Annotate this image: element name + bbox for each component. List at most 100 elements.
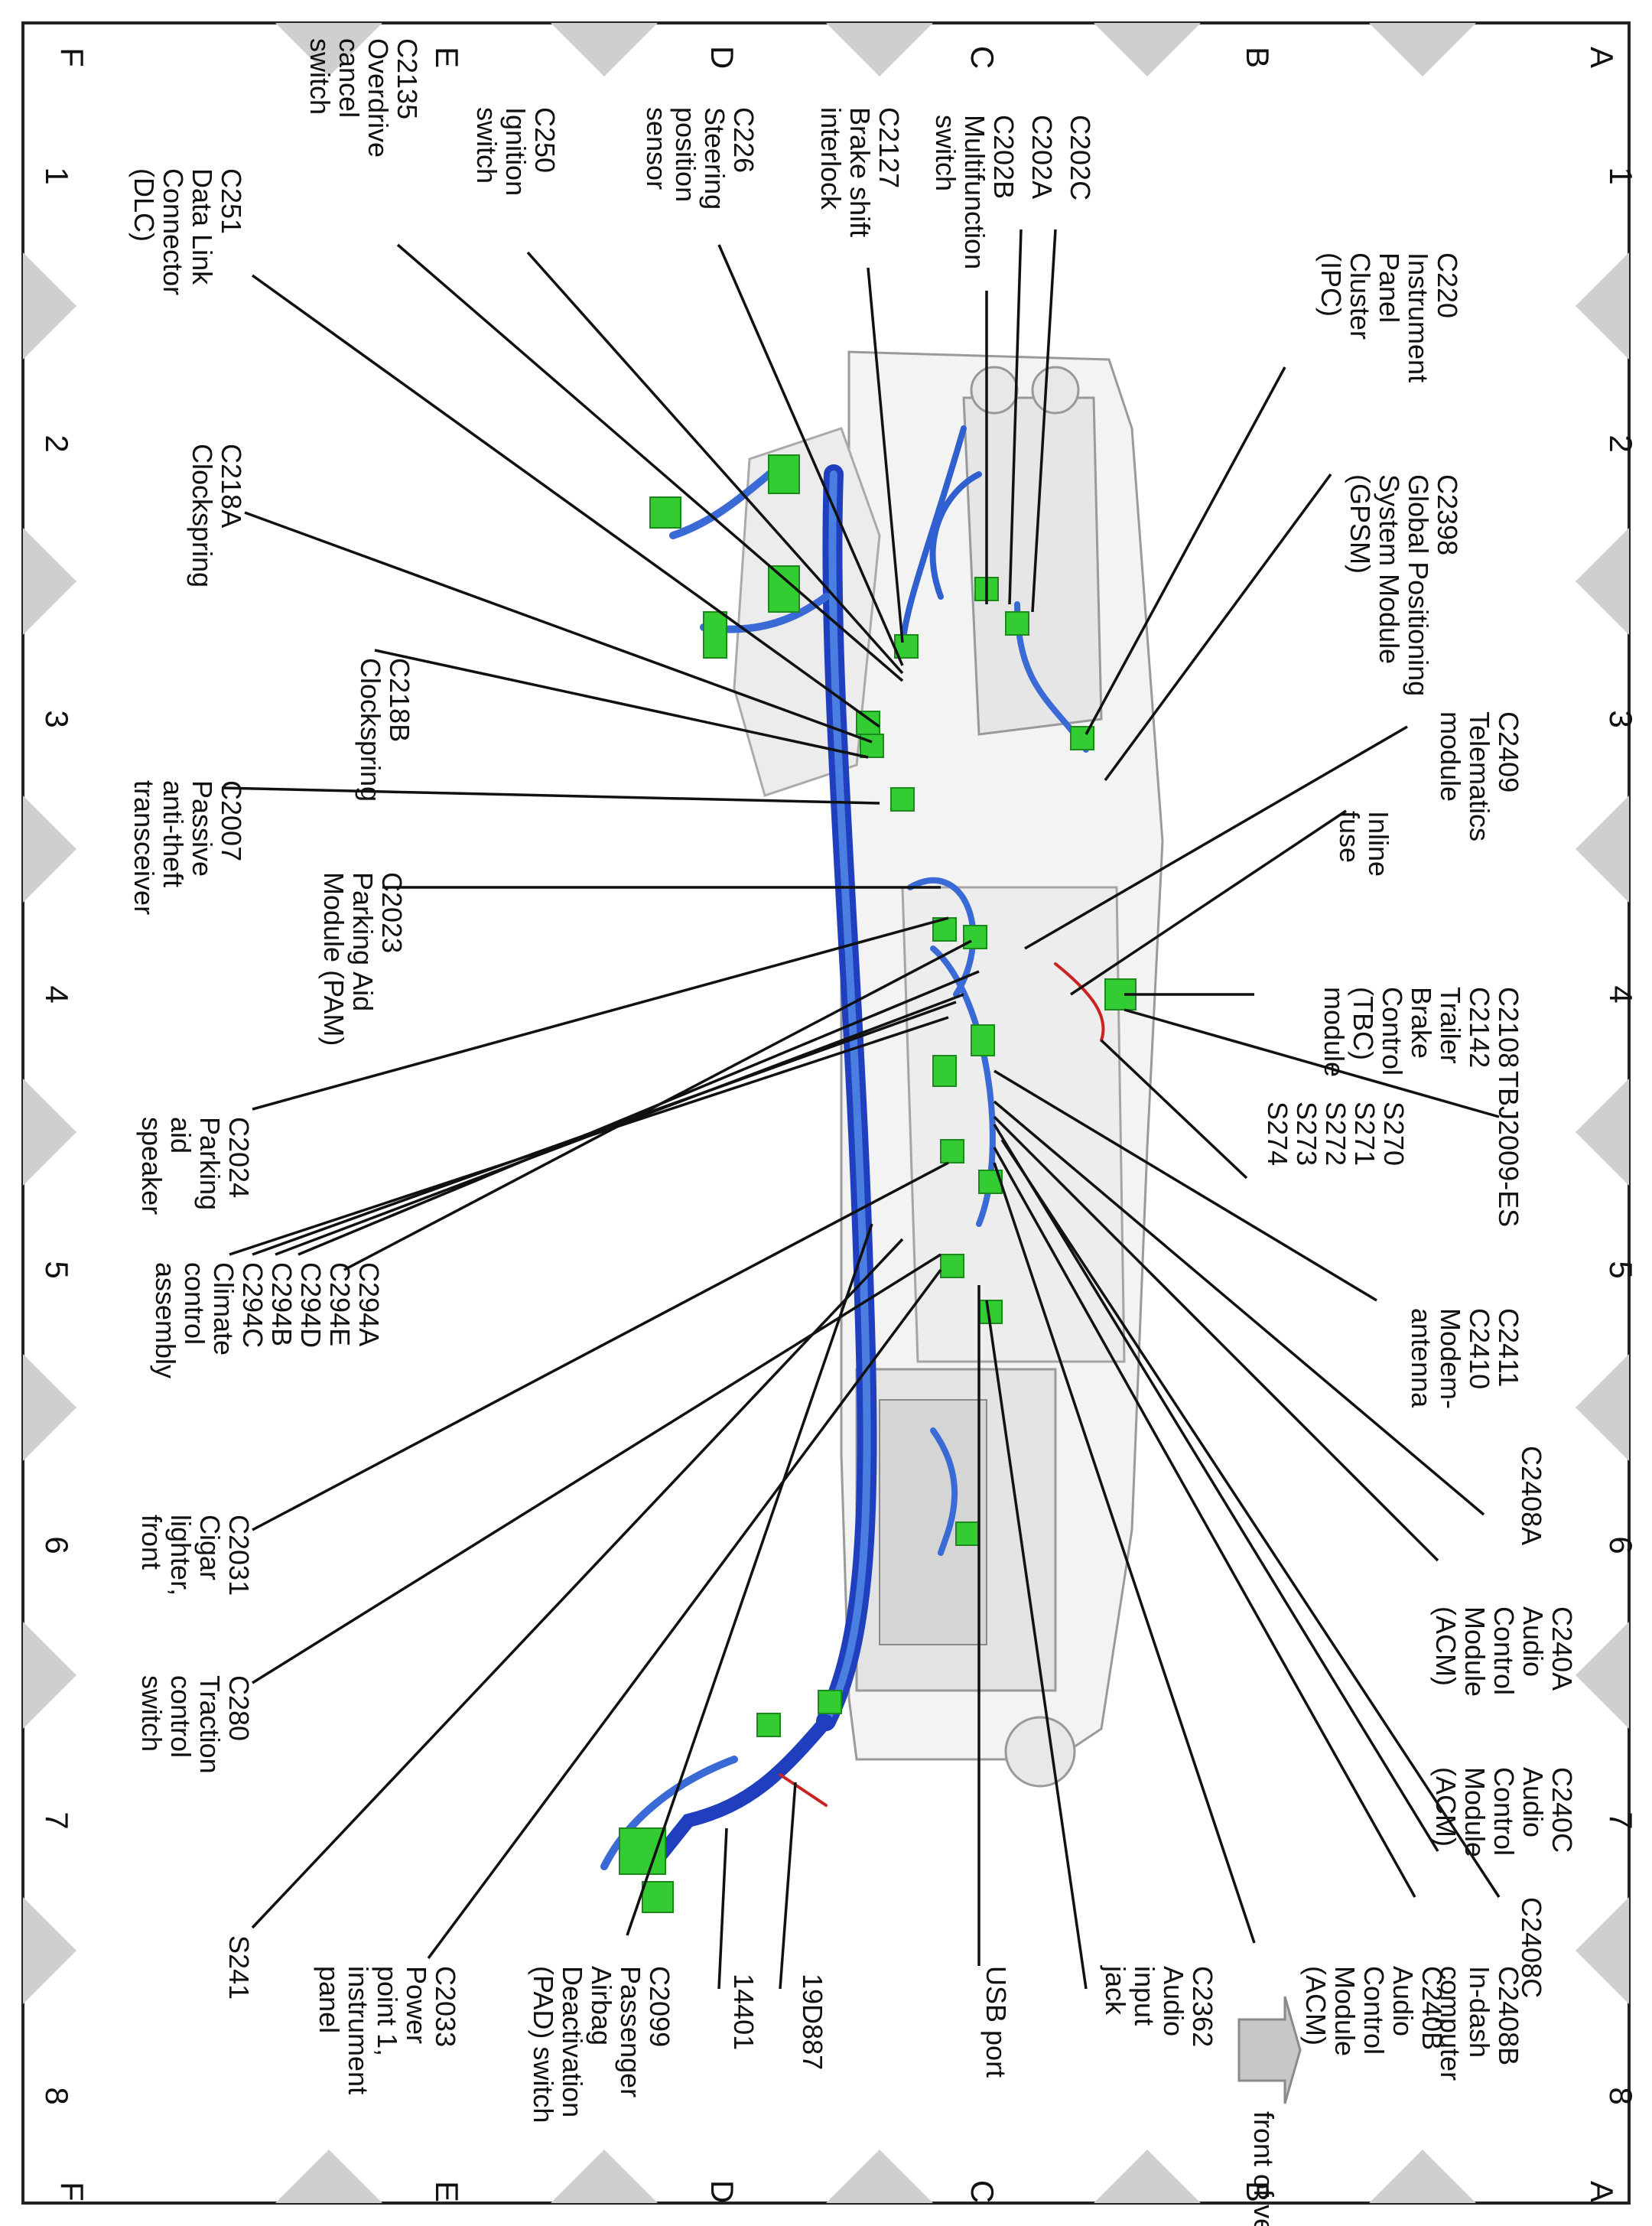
connector-label-line: switch <box>304 38 336 115</box>
connector-label-line: cancel <box>333 38 365 118</box>
grid-marker <box>1094 2150 1201 2203</box>
grid-markers <box>23 23 1629 2203</box>
grid-marker <box>826 23 933 76</box>
connector-label-line: Clockspring <box>187 444 218 587</box>
connector-label-line: Brake shift <box>844 107 876 237</box>
connector-label-line: Audio <box>1517 1606 1549 1677</box>
grid-column-8-left: 8 <box>39 2087 75 2104</box>
connector-label-line: TBJ2009-ES <box>1493 1071 1524 1227</box>
front-of-vehicle-label: front of vehicle <box>1248 2111 1280 2226</box>
connector-blocks <box>619 454 1137 1913</box>
connector-label-line: System Module <box>1374 474 1405 664</box>
connector-label-line: C218A <box>216 444 247 528</box>
connector-label-line: Instrument <box>1403 252 1434 382</box>
grid-marker <box>23 1897 76 2004</box>
connector-label-line: Parking <box>194 1117 226 1210</box>
connector-label-line: Control <box>1358 1966 1390 2055</box>
connector-label-p19d887: 19D887 <box>797 1974 828 2070</box>
grid-column-1-right: 1 <box>1603 167 1639 184</box>
connector-label-line: (DLC) <box>128 168 160 242</box>
connector-label-line: S273 <box>1291 1102 1322 1166</box>
connector-label-s270: S270S271S272S273S274 <box>1262 1102 1410 1166</box>
connector-label-line: C2033 <box>430 1966 461 2047</box>
grid-marker <box>23 252 76 360</box>
grid-row-F-bottom: F <box>54 2182 90 2202</box>
grid-marker <box>23 528 76 635</box>
connector-label-c2398: C2398Global PositioningSystem Module(GPS… <box>1345 474 1463 696</box>
connector-label-line: Module <box>1459 1767 1491 1857</box>
connector-label-c2031: C2031Cigarlighter,front <box>136 1515 255 1596</box>
connector-label-line: 19D887 <box>797 1974 828 2070</box>
connector-label-c280: C280Tractioncontrolswitch <box>136 1675 255 1774</box>
connector-label-line: interlock <box>815 107 847 210</box>
connector-label-line: C2023 <box>376 872 408 953</box>
connector-label-line: C202B <box>988 115 1019 199</box>
connector-label-line: module <box>1435 711 1466 802</box>
grid-marker <box>826 2150 933 2203</box>
connector-label-line: fuse <box>1334 811 1365 863</box>
connector-label-line: C226 <box>728 107 759 173</box>
connector-label-inline-fuse: Inlinefuse <box>1334 811 1394 877</box>
connector-label-line: C240C <box>1546 1767 1578 1853</box>
connector-label-line: (TBC) <box>1348 987 1379 1060</box>
connector-label-line: input <box>1129 1966 1160 2026</box>
grid-marker <box>1576 1897 1629 2004</box>
grid-column-1-left: 1 <box>39 167 75 184</box>
connector-label-line: C2024 <box>223 1117 255 1198</box>
connector-label-line: Traction <box>194 1675 226 1774</box>
connector-label-line: C2135 <box>392 38 423 119</box>
grid-row-C-top: C <box>964 46 1000 69</box>
connector-label-c2411: C2411C2410Modem-antenna <box>1406 1308 1524 1409</box>
connector-label-line: control <box>165 1675 197 1758</box>
connector-label-line: C2031 <box>223 1515 255 1596</box>
connector-label-c202a: C202A <box>1026 115 1058 199</box>
grid-column-7-right: 7 <box>1603 1811 1639 1829</box>
connector-label-line: Climate <box>208 1262 239 1355</box>
leader-lines <box>221 229 1501 1990</box>
connector-label-line: (IPC) <box>1315 252 1347 317</box>
connector-label-line: Multifunction <box>959 115 990 269</box>
connector-label-c2033: C2033Powerpoint 1,instrumentpanel <box>314 1966 461 2094</box>
grid-column-4-left: 4 <box>39 985 75 1003</box>
connector-label-line: C220 <box>1432 252 1463 318</box>
connector-label-usb: USB port <box>980 1966 1012 2078</box>
grid-marker <box>1094 23 1201 76</box>
connector-label-line: In-dash <box>1464 1966 1495 2058</box>
connector-label-c294: C294AC294EC294DC294BC294CClimatecontrola… <box>150 1262 385 1378</box>
grid-marker <box>1576 528 1629 635</box>
connector-label-line: C2409 <box>1493 711 1524 792</box>
connector-label-line: Ignition <box>500 107 532 196</box>
grid-marker <box>23 1622 76 1729</box>
connector-label-line: Steering <box>699 107 730 210</box>
connector-label-c2108: C2108C2142TrailerBrakeControl(TBC)module <box>1319 987 1524 1077</box>
connector-label-line: sensor <box>641 107 672 190</box>
grid-marker <box>1576 1622 1629 1729</box>
grid-row-A-top: A <box>1584 47 1620 68</box>
connector-label-line: 14401 <box>728 1974 759 2050</box>
connector-label-line: S271 <box>1349 1102 1380 1166</box>
grid-column-6-right: 6 <box>1603 1536 1639 1554</box>
connector-label-c202c: C202C <box>1065 115 1096 200</box>
connector-label-line: Data Link <box>187 168 218 285</box>
connector-label-c2408b: C2408BIn-dashcomputer <box>1435 1966 1524 2081</box>
grid-column-3-right: 3 <box>1603 710 1639 727</box>
connector-label-line: lighter, <box>165 1515 197 1596</box>
connector-label-line: point 1, <box>372 1966 403 2056</box>
connector-label-line: control <box>179 1262 210 1345</box>
connector-label-c2024: C2024Parkingaidspeaker <box>136 1117 255 1215</box>
connector-label-line: C202A <box>1026 115 1058 199</box>
connector-label-line: jack <box>1100 1965 1131 2016</box>
connector-label-line: Module <box>1459 1606 1491 1697</box>
grid-marker <box>1576 796 1629 903</box>
grid-column-4-right: 4 <box>1603 985 1639 1003</box>
connector-label-line: speaker <box>136 1117 167 1215</box>
connector-label-c251: C251Data LinkConnector(DLC) <box>128 168 247 295</box>
grid-marker <box>1369 2150 1476 2203</box>
connector-label-line: C240B <box>1416 1966 1448 2050</box>
connector-label-p14401: 14401 <box>728 1974 759 2050</box>
grid-marker <box>275 23 382 76</box>
connector-label-c2099: C2099PassengerAirbagDeactivation(PAD) sw… <box>528 1966 675 2123</box>
grid-row-B-top: B <box>1240 47 1276 68</box>
